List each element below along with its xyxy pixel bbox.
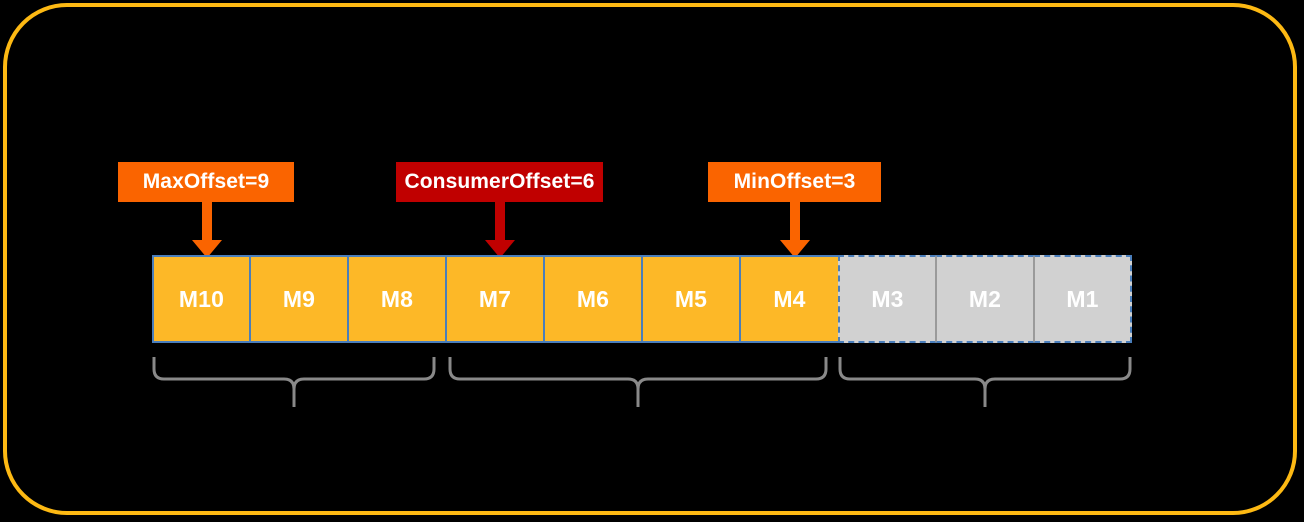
message-box[interactable]: M9 (250, 255, 348, 343)
message-label: M1 (1066, 285, 1099, 312)
brace-expired (838, 355, 1132, 411)
callout-max-offset-label: MaxOffset=9 (142, 170, 270, 193)
message-queue-row: M10 M9 M8 M7 M6 M5 M4 M3 M2 M1 (152, 255, 1132, 343)
message-label: M2 (968, 285, 1002, 312)
arrow-down-icon-min-offset (777, 202, 813, 260)
message-box[interactable]: M8 (348, 255, 446, 343)
message-box[interactable]: M6 (544, 255, 642, 343)
message-box[interactable]: M5 (642, 255, 740, 343)
message-box[interactable]: M2 (936, 255, 1034, 343)
callout-max-offset: MaxOffset=9 (118, 162, 294, 202)
arrow-down-icon-max-offset (189, 202, 225, 260)
callout-consumer-offset-label: ConsumerOffset=6 (404, 170, 595, 193)
message-label: M6 (576, 285, 610, 312)
message-box[interactable]: M10 (152, 255, 250, 343)
brace-unconsumed (152, 355, 436, 411)
callout-consumer-offset: ConsumerOffset=6 (396, 162, 603, 202)
message-box[interactable]: M1 (1034, 255, 1132, 343)
message-box[interactable]: M3 (838, 255, 936, 343)
message-label: M4 (773, 285, 806, 312)
message-label: M9 (282, 285, 316, 312)
message-label: M8 (380, 285, 414, 312)
message-label: M10 (178, 285, 225, 312)
message-box[interactable]: M7 (446, 255, 544, 343)
message-label: M5 (674, 285, 708, 312)
callout-min-offset: MinOffset=3 (708, 162, 881, 202)
brace-consumed (448, 355, 828, 411)
message-label: M3 (871, 285, 904, 312)
message-box[interactable]: M4 (740, 255, 838, 343)
message-label: M7 (478, 285, 512, 312)
arrow-down-icon-consumer-offset (482, 202, 518, 260)
callout-min-offset-label: MinOffset=3 (733, 170, 856, 193)
